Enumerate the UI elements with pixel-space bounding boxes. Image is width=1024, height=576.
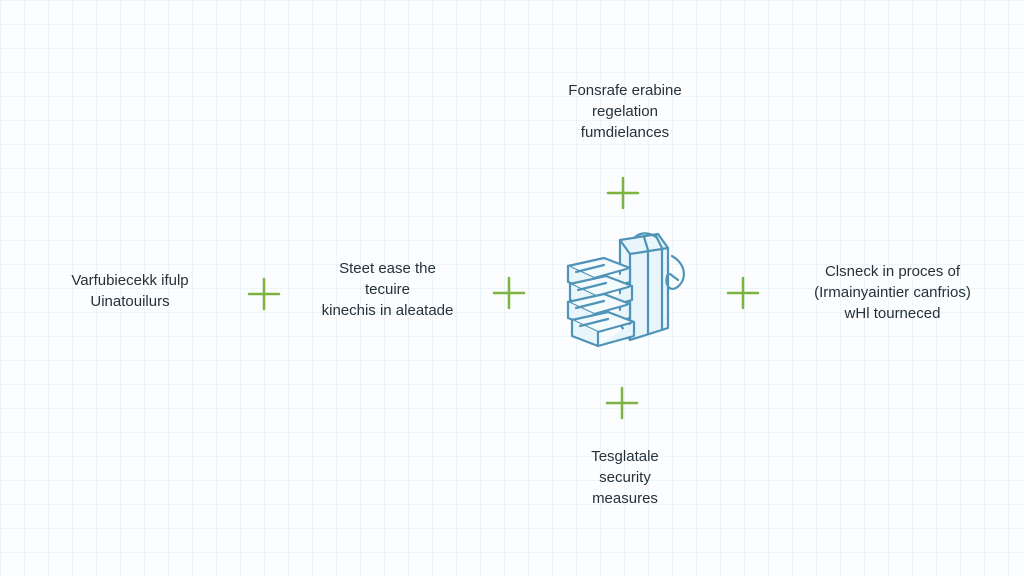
plus-icon-left bbox=[245, 275, 283, 313]
center-left-label-line-1: Steet ease the bbox=[339, 260, 436, 277]
top-label-line-3: fumdielances bbox=[580, 124, 670, 141]
bottom-label-line-1: Tesglatale bbox=[591, 448, 659, 465]
bottom-label-line-2: security bbox=[599, 469, 651, 486]
bottom-label-line-3: measures bbox=[592, 490, 658, 507]
plus-icon-bottom bbox=[603, 384, 641, 422]
bottom-label: Tesglatale security measures bbox=[540, 446, 710, 509]
left-label-line-2: Uinatouilurs bbox=[90, 293, 170, 310]
plus-icon-center-left bbox=[490, 274, 528, 312]
center-left-label: Steet ease the tecuire kinechis in aleat… bbox=[285, 258, 490, 321]
top-label-line-2: regelation bbox=[592, 103, 658, 120]
left-label-line-1: Varfubiecekk ifulp bbox=[71, 272, 189, 289]
plus-icon-right bbox=[724, 274, 762, 312]
center-left-label-line-3: kinechis in aleatade bbox=[321, 302, 454, 319]
right-label-line-1: Clsneck in proces of bbox=[824, 263, 961, 280]
right-label-line-2: (Irmainyaintier canfrios) bbox=[814, 284, 971, 301]
top-label-line-1: Fonsrafe erabine bbox=[568, 82, 682, 99]
stacked-documents-icon bbox=[560, 224, 692, 352]
left-label: Varfubiecekk ifulp Uinatouilurs bbox=[40, 270, 220, 312]
right-label: Clsneck in proces of (Irmainyaintier can… bbox=[775, 261, 1010, 324]
top-label: Fonsrafe erabine regelation fumdielances bbox=[510, 80, 740, 143]
plus-icon-top bbox=[604, 174, 642, 212]
center-left-label-line-2: tecuire bbox=[364, 281, 411, 298]
right-label-line-3: wHl tourneced bbox=[844, 305, 941, 322]
